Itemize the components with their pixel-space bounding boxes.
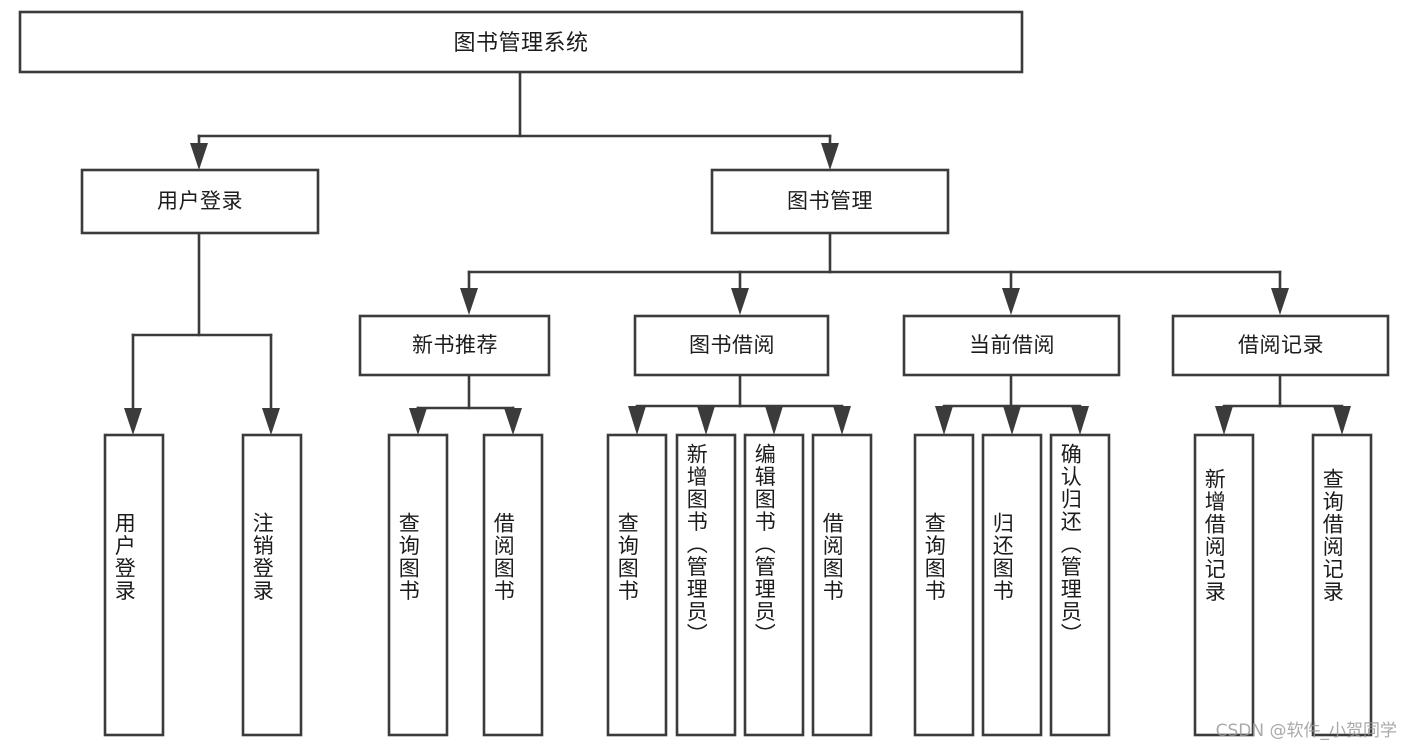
connector-group-book-manage <box>460 231 1289 315</box>
leaf-box-add-record[interactable] <box>1193 433 1255 737</box>
connector-group-new-book-rec <box>409 373 522 435</box>
connector-group-current-borrow <box>935 373 1089 435</box>
arrow-head-current-borrow <box>1002 288 1020 315</box>
leaf-box-borrow-book-1[interactable] <box>482 433 544 737</box>
connector-group-root <box>190 70 839 170</box>
leaf-box-query-book-2[interactable] <box>606 433 668 737</box>
node-root[interactable]: 图书管理系统 <box>18 10 1024 74</box>
arrow-head-leaf-edit-book <box>765 406 783 435</box>
connector-group-borrow-record <box>1215 373 1351 435</box>
leaf-box-confirm-return[interactable] <box>1049 433 1111 737</box>
node-root-label: 图书管理系统 <box>453 31 588 56</box>
arrow-head-leaf-query-book-3 <box>935 406 953 435</box>
arrow-head-user-login <box>190 143 208 170</box>
node-book-borrow[interactable]: 图书借阅 <box>633 314 830 377</box>
arrow-head-book-borrow <box>731 288 749 315</box>
leaf-box-return-book[interactable] <box>981 433 1043 737</box>
node-current-borrow-label: 当前借阅 <box>969 333 1055 357</box>
watermark-text: CSDN @软件_小贺同学 <box>1215 721 1397 741</box>
arrow-head-new-book-rec <box>460 288 478 315</box>
node-borrow-record-box[interactable] <box>1171 314 1390 377</box>
leaf-boxes-user-login <box>103 433 303 737</box>
leaf-box-query-book-3[interactable] <box>913 433 975 737</box>
node-new-book-rec-box[interactable] <box>358 314 551 377</box>
node-borrow-record-label: 借阅记录 <box>1238 333 1324 357</box>
leaf-box-borrow-book-2[interactable] <box>811 433 873 737</box>
leaf-box-user-login[interactable] <box>103 433 165 737</box>
leaf-boxes-book-borrow <box>606 433 873 737</box>
node-root-box[interactable] <box>18 10 1024 74</box>
connector-group-book-borrow <box>628 373 851 435</box>
node-current-borrow-box[interactable] <box>902 314 1121 377</box>
arrow-head-leaf-return-book <box>1003 406 1021 435</box>
arrow-head-leaf-user-login <box>124 408 142 435</box>
node-user-login-label: 用户登录 <box>157 189 243 213</box>
node-borrow-record[interactable]: 借阅记录 <box>1171 314 1390 377</box>
leaf-box-edit-book[interactable] <box>743 433 805 737</box>
arrow-head-leaf-borrow-book-2 <box>833 406 851 435</box>
arrow-head-leaf-confirm-return <box>1071 406 1089 435</box>
node-book-manage-box[interactable] <box>710 168 950 235</box>
arrow-head-leaf-query-book-1 <box>409 408 427 435</box>
leaf-boxes-new-book-rec <box>387 433 544 737</box>
leaf-box-query-record[interactable] <box>1311 433 1373 737</box>
node-new-book-rec[interactable]: 新书推荐 <box>358 314 551 377</box>
arrow-head-leaf-user-logout <box>262 408 280 435</box>
arrow-head-leaf-borrow-book-1 <box>504 408 522 435</box>
node-book-borrow-label: 图书借阅 <box>689 333 775 357</box>
leaf-box-query-book-1[interactable] <box>387 433 449 737</box>
leaf-box-add-book[interactable] <box>675 433 737 737</box>
node-user-login[interactable]: 用户登录 <box>80 168 320 235</box>
leaf-boxes-current-borrow <box>913 433 1111 737</box>
node-user-login-box[interactable] <box>80 168 320 235</box>
node-book-manage-label: 图书管理 <box>787 189 873 213</box>
arrow-head-borrow-record <box>1271 288 1289 315</box>
connector-group-user-login <box>124 231 280 435</box>
arrow-head-leaf-add-book <box>697 406 715 435</box>
leaf-box-user-logout[interactable] <box>241 433 303 737</box>
node-current-borrow[interactable]: 当前借阅 <box>902 314 1121 377</box>
arrow-head-book-manage <box>821 143 839 170</box>
arrow-head-leaf-query-record <box>1333 406 1351 435</box>
arrow-head-leaf-add-record <box>1215 406 1233 435</box>
arrow-head-leaf-query-book-2 <box>628 406 646 435</box>
leaf-boxes-borrow-record <box>1193 433 1373 737</box>
node-book-manage[interactable]: 图书管理 <box>710 168 950 235</box>
node-book-borrow-box[interactable] <box>633 314 830 377</box>
node-new-book-rec-label: 新书推荐 <box>412 333 498 357</box>
